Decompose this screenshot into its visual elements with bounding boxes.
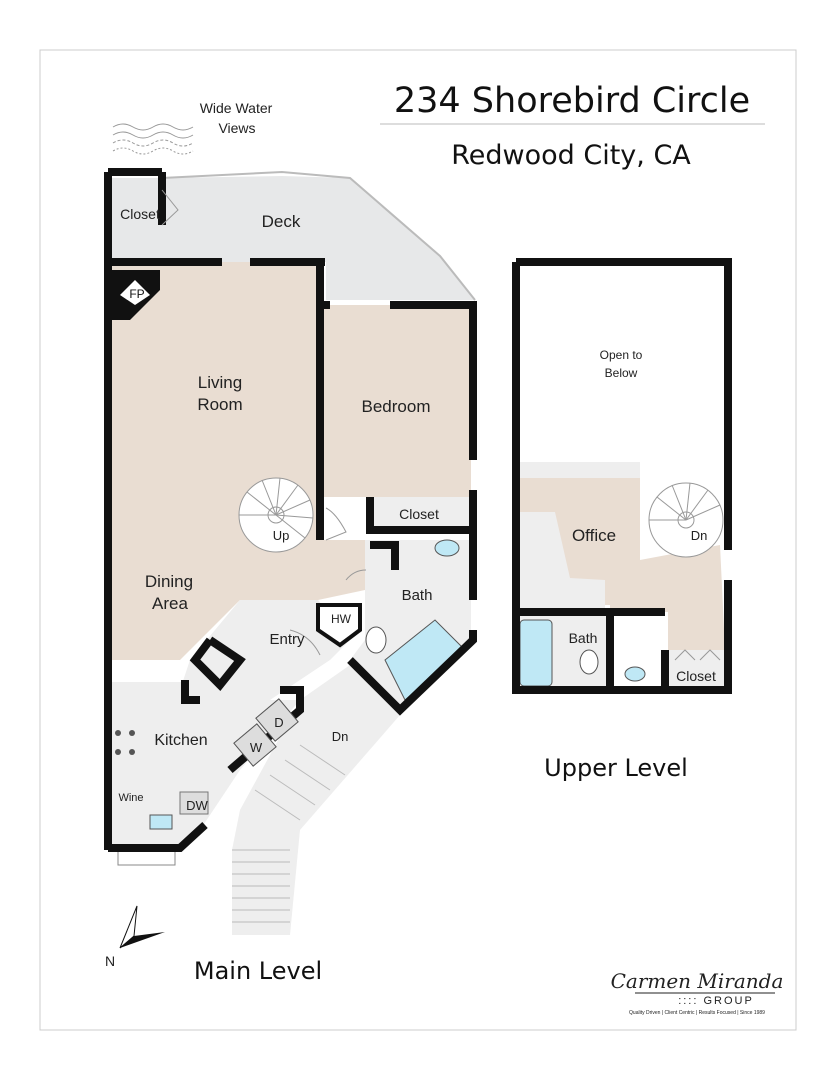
- upper-bathtub: [519, 619, 553, 687]
- stove-burners-icon: [115, 730, 135, 755]
- label-office: Office: [572, 526, 616, 545]
- upper-level-walls: [512, 258, 732, 694]
- label-kitchen: Kitchen: [154, 732, 207, 749]
- label-closet-upper: Closet: [676, 668, 716, 684]
- deck-area: [162, 176, 475, 300]
- office-floor: [520, 478, 725, 650]
- dryer: [255, 698, 299, 742]
- main-level-walls: [104, 168, 477, 852]
- upper-toilet: [579, 649, 599, 675]
- views-label-line1: Wide Water: [200, 100, 273, 116]
- office-alcove: [520, 512, 605, 608]
- upper-level-plan: Open to Below Office Dn Bath Closet: [512, 258, 732, 694]
- bath-sink: [434, 539, 460, 557]
- logo-tagline: Quality Driven | Client Centric | Result…: [629, 1010, 765, 1016]
- spiral-staircase-upper: [648, 482, 724, 558]
- fireplace-hearth: [120, 280, 150, 305]
- entry-floor: [180, 600, 350, 700]
- label-deck: Deck: [262, 212, 301, 231]
- label-dryer: D: [274, 715, 283, 730]
- label-bath-main: Bath: [402, 587, 433, 604]
- property-address: 234 Shorebird Circle: [394, 81, 750, 121]
- door-swings-main: [161, 189, 367, 656]
- label-dining-line1: Dining: [145, 572, 193, 591]
- main-level-plan: Closet Deck FP Living Room Bedroom Close…: [104, 168, 477, 935]
- water-heater-closet: [316, 603, 362, 648]
- water-views-annotation: Wide Water Views: [112, 100, 273, 155]
- door-swings-upper: [674, 649, 721, 661]
- bedroom-closet-floor: [373, 497, 471, 529]
- water-waves-icon: [112, 123, 194, 155]
- north-label: N: [105, 953, 115, 969]
- label-living-line1: Living: [198, 373, 242, 392]
- main-level-title: Main Level: [194, 957, 322, 985]
- label-bath-upper: Bath: [569, 630, 598, 646]
- property-city: Redwood City, CA: [451, 140, 691, 171]
- label-wine: Wine: [118, 792, 143, 804]
- toilet: [365, 626, 387, 654]
- washer: [233, 723, 277, 767]
- label-bedroom: Bedroom: [362, 397, 431, 416]
- label-fireplace: FP: [129, 287, 144, 301]
- stair-treads: [232, 744, 346, 923]
- dishwasher: [179, 791, 209, 815]
- kitchen-sink: [149, 814, 173, 830]
- spiral-staircase-main: [238, 477, 314, 553]
- label-living-line2: Room: [197, 395, 242, 414]
- bedroom-floor: [323, 305, 471, 497]
- label-dining-line2: Area: [152, 594, 188, 613]
- upper-level-title: Upper Level: [544, 754, 688, 782]
- label-water-heater: HW: [331, 612, 352, 626]
- label-open-line2: Below: [605, 366, 638, 380]
- deck-rail: [161, 170, 476, 301]
- north-arrow-icon: N: [105, 905, 165, 969]
- logo-group: :::: GROUP: [678, 995, 754, 1007]
- label-dishwasher: DW: [186, 798, 208, 813]
- open-to-below-area: [518, 266, 724, 462]
- logo-script: Carmen Miranda: [611, 969, 784, 993]
- label-bedroom-closet: Closet: [399, 506, 439, 522]
- views-label-line2: Views: [218, 120, 255, 136]
- living-dining-floor: [110, 262, 365, 660]
- upper-loft-strip: [520, 462, 640, 478]
- label-open-line1: Open to: [600, 348, 643, 362]
- label-closet-top: Closet: [120, 206, 160, 222]
- stairs-down-area: [232, 665, 400, 935]
- closet-top: [110, 178, 162, 258]
- label-stairs-up: Up: [273, 528, 290, 543]
- label-stairs-down-main: Dn: [332, 729, 349, 744]
- label-washer: W: [250, 740, 263, 755]
- agency-logo: Carmen Miranda :::: GROUP Quality Driven…: [611, 969, 784, 1016]
- label-entry: Entry: [269, 631, 305, 648]
- kitchen-floor: [110, 682, 300, 848]
- upper-sink: [624, 666, 646, 682]
- label-stairs-down-upper: Dn: [691, 528, 708, 543]
